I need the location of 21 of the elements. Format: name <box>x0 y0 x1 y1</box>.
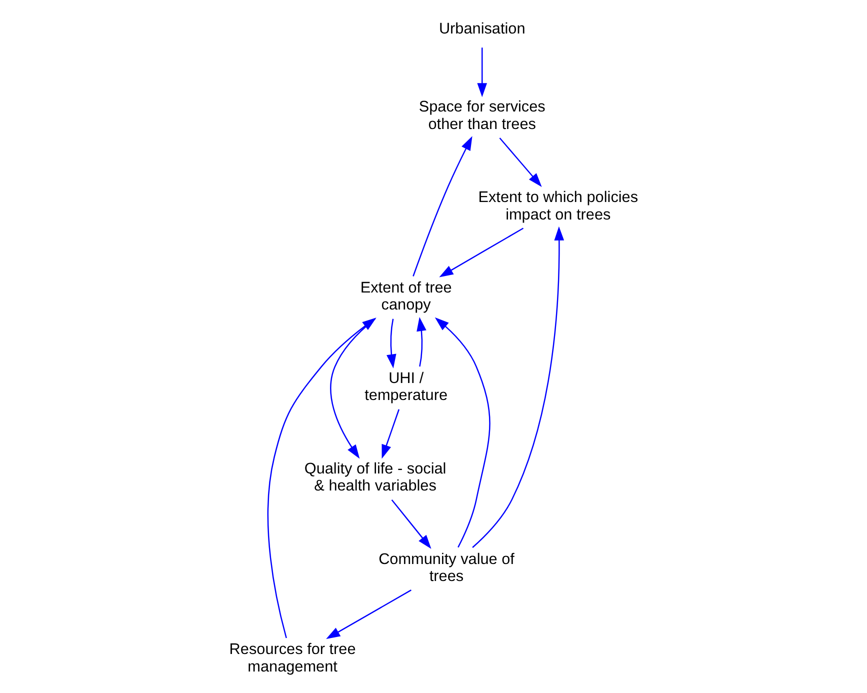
arrow <box>438 228 524 278</box>
arrow <box>476 48 487 98</box>
arrow <box>434 317 490 548</box>
arrow <box>416 317 426 367</box>
node-text: UHI / temperature <box>364 370 448 404</box>
arrow <box>326 590 411 640</box>
node-text: Resources for tree management <box>228 641 356 676</box>
node-text: Quality of life - social & health variables <box>304 460 446 495</box>
node-text: Extent of tree canopy <box>360 279 452 314</box>
arrow <box>266 318 376 638</box>
arrow <box>381 409 400 459</box>
node-text: Community value of trees <box>378 550 514 586</box>
node-text: Space for services other than trees <box>418 98 545 133</box>
node-text: Extent to which policies impact on trees <box>478 188 638 224</box>
node-text: Urbanisation <box>438 20 525 38</box>
arrow <box>498 138 542 188</box>
arrow <box>386 318 396 368</box>
arrow <box>390 499 431 549</box>
arrow <box>412 136 472 276</box>
arrow <box>330 318 375 459</box>
arrow <box>472 226 564 548</box>
